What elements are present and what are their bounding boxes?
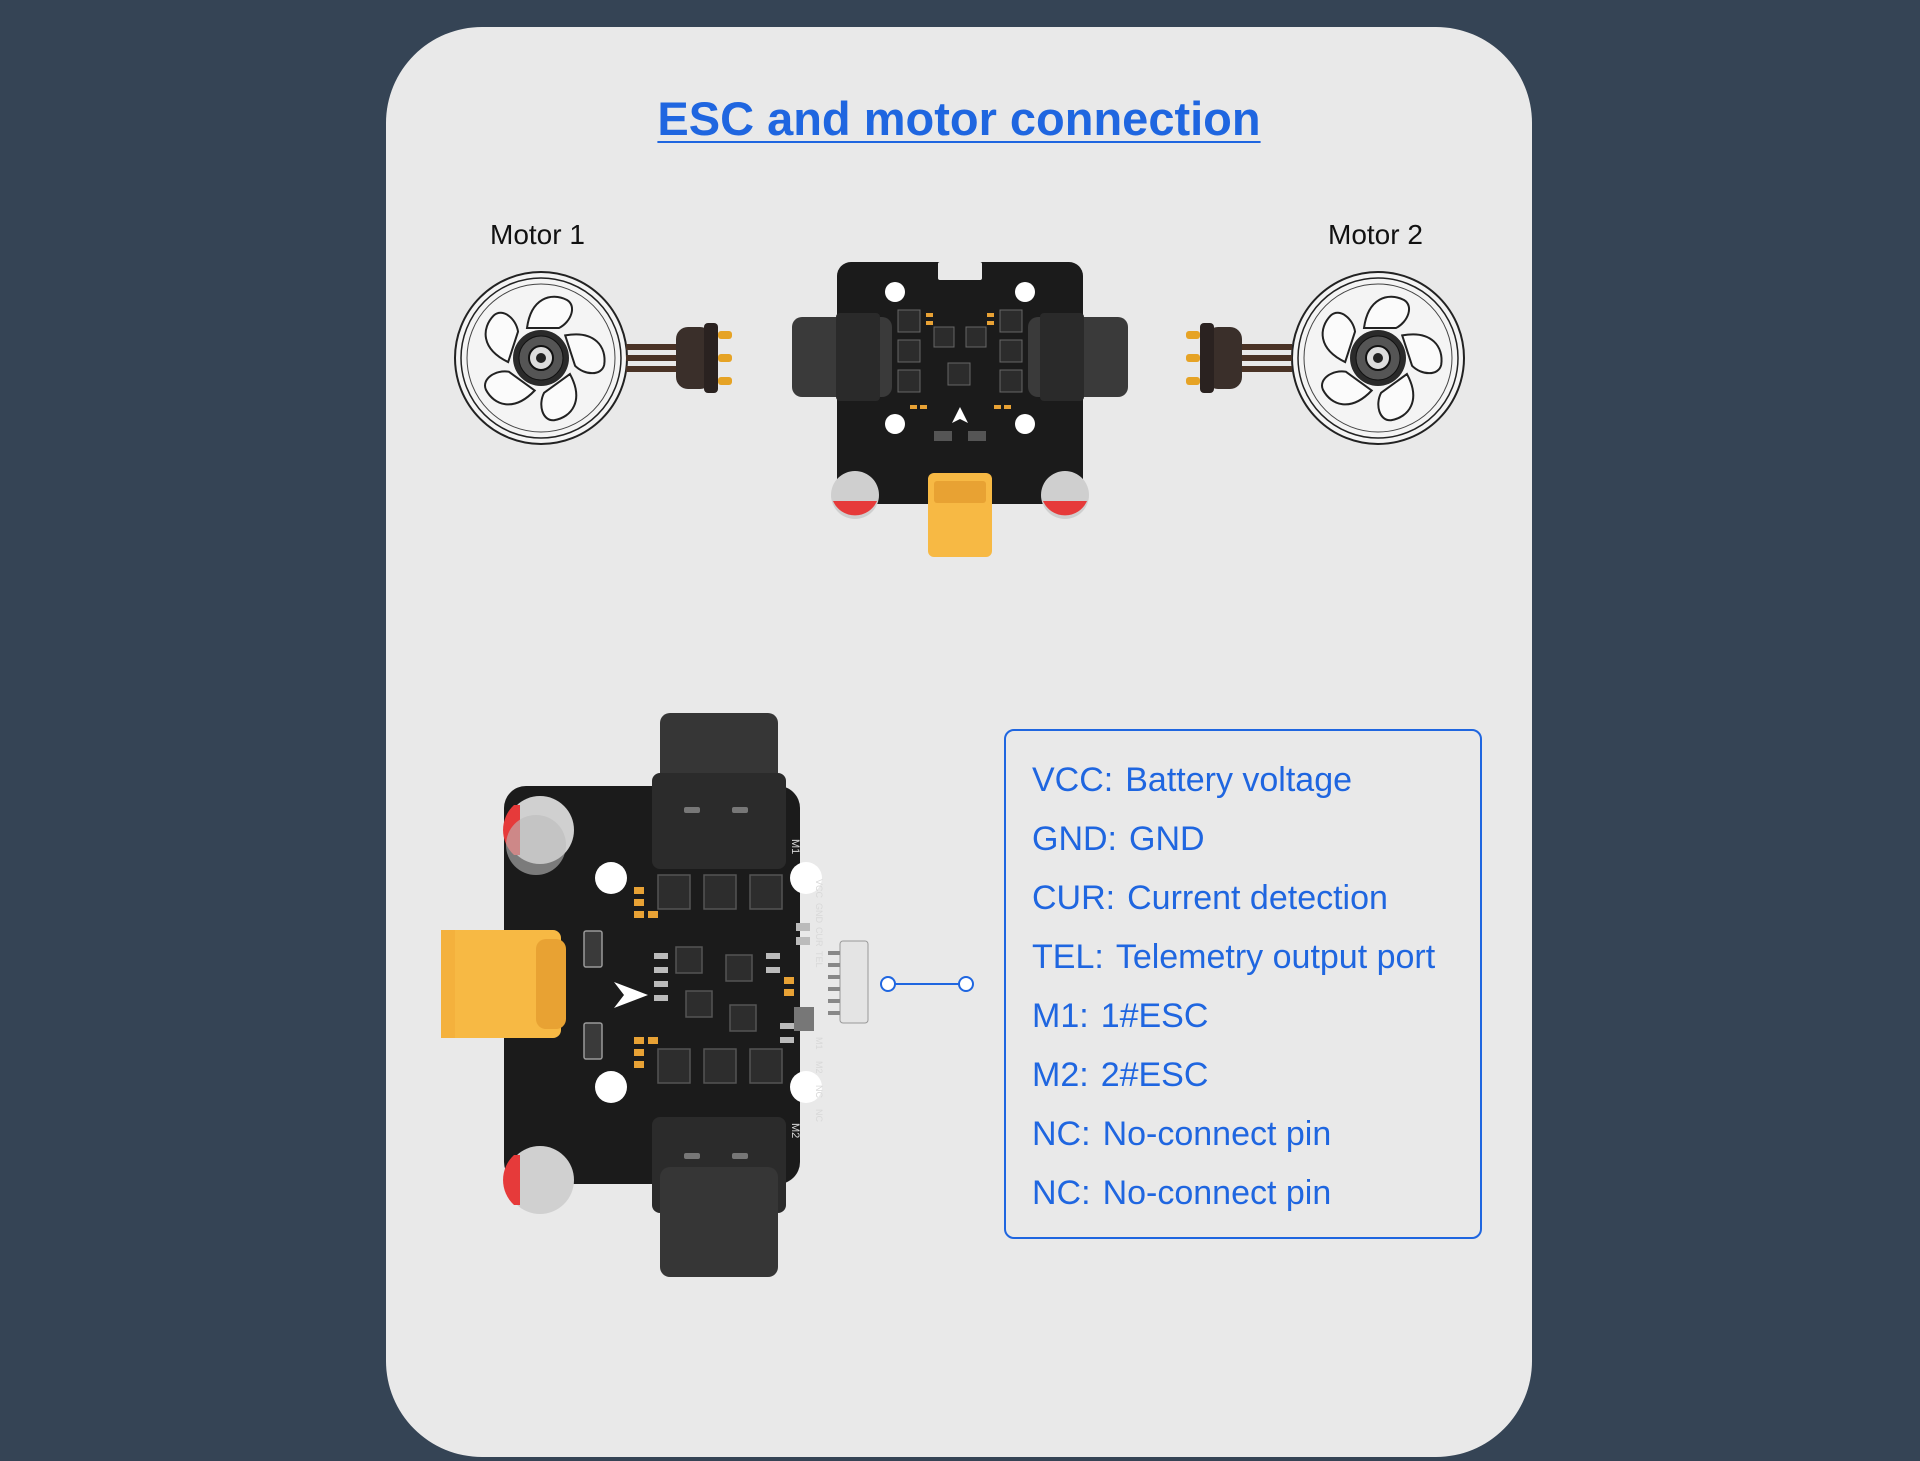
legend-key: NC: xyxy=(1032,1174,1091,1212)
motor-1-wires xyxy=(626,344,682,372)
legend-key: CUR: xyxy=(1032,879,1116,917)
motor-2-icon xyxy=(1291,271,1465,445)
legend-value: Battery voltage xyxy=(1125,761,1353,799)
legend-value: No-connect pin xyxy=(1102,1174,1332,1212)
legend-value: Telemetry output port xyxy=(1115,938,1436,976)
legend-key: NC: xyxy=(1032,1115,1091,1153)
pin-label-m1: M1 xyxy=(814,1037,824,1050)
legend-row-nc-1: NC: No-connect pin xyxy=(1032,1115,1331,1154)
callout-connector xyxy=(880,976,974,992)
motor-2-wires xyxy=(1236,344,1292,372)
pin-label-nc-2: NC xyxy=(814,1109,824,1122)
legend-row-gnd: GND: GND xyxy=(1032,820,1205,859)
port-label-m2: M2 xyxy=(789,1123,801,1138)
legend-key: M2: xyxy=(1032,1056,1089,1094)
pin-label-m2: M2 xyxy=(814,1061,824,1074)
legend-key: VCC: xyxy=(1032,761,1114,799)
legend-key: GND: xyxy=(1032,820,1117,858)
esc-board-side-view xyxy=(441,713,869,1277)
legend-key: M1: xyxy=(1032,997,1089,1035)
legend-row-vcc: VCC: Battery voltage xyxy=(1032,761,1352,800)
legend-row-m1: M1: 1#ESC xyxy=(1032,997,1208,1036)
legend-value: No-connect pin xyxy=(1102,1115,1332,1153)
motor-2-label: Motor 2 xyxy=(1328,219,1423,250)
pin-label-nc-1: NC xyxy=(814,1085,824,1098)
pin-label-cur: CUR xyxy=(814,927,824,947)
legend-row-m2: M2: 2#ESC xyxy=(1032,1056,1208,1095)
silkscreen-labels: VCC GND CUR TEL M1 M2 NC NC M1 M2 xyxy=(789,839,824,1138)
motor-1-label: Motor 1 xyxy=(490,219,585,250)
legend-value: 1#ESC xyxy=(1100,997,1209,1035)
pin-label-gnd: GND xyxy=(814,903,824,924)
legend-row-nc-2: NC: No-connect pin xyxy=(1032,1174,1331,1213)
legend-row-tel: TEL: Telemetry output port xyxy=(1032,938,1435,977)
pin-label-vcc: VCC xyxy=(814,879,824,899)
esc-board-top-view xyxy=(792,262,1128,557)
pinout-legend: VCC: Battery voltage GND: GND CUR: Current … xyxy=(1004,729,1482,1239)
legend-key: TEL: xyxy=(1032,938,1104,976)
legend-value: 2#ESC xyxy=(1100,1056,1209,1094)
page-title[interactable]: ESC and motor connection xyxy=(657,92,1261,145)
port-label-m1: M1 xyxy=(789,839,801,854)
motor-2-plug xyxy=(1186,323,1242,393)
motor-1-icon xyxy=(454,271,628,445)
legend-value: Current detection xyxy=(1127,879,1388,917)
legend-value: GND xyxy=(1129,820,1205,858)
wiring-diagram: VCC GND CUR TEL M1 M2 NC NC M1 M2 xyxy=(441,262,1465,1277)
legend-row-cur: CUR: Current detection xyxy=(1032,879,1388,918)
motor-1-plug xyxy=(676,323,732,393)
pin-label-tel: TEL xyxy=(814,951,824,968)
diagram-card: ESC and motor connection Motor 1 Motor 2 xyxy=(386,27,1532,1457)
